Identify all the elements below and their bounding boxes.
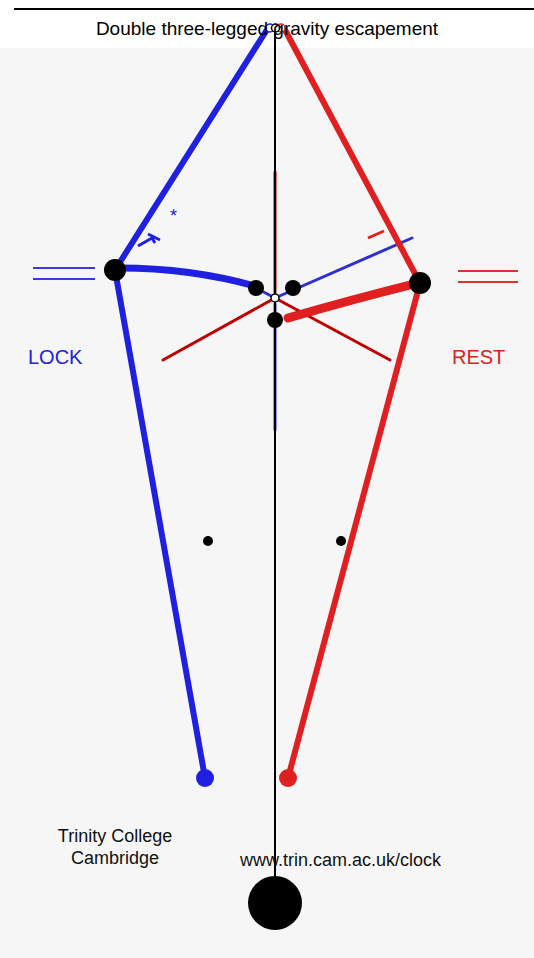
- callout-mark: *: [170, 206, 177, 228]
- title: Double three-legged gravity escapement: [0, 18, 534, 41]
- title-band: [0, 0, 534, 48]
- red-arm-weight: [279, 769, 297, 787]
- wheel-pin: [248, 280, 264, 296]
- lock-level-marks: [33, 268, 95, 279]
- blue-gravity-arm: [115, 28, 268, 778]
- lock-label: LOCK: [28, 345, 82, 369]
- top-rule: [14, 8, 534, 10]
- blue-arm-weight: [196, 769, 214, 787]
- rest-level-marks: [458, 271, 518, 282]
- red-beat-pin: [368, 231, 384, 238]
- red-pallet-pivot: [409, 272, 431, 294]
- url-text: www.trin.cam.ac.uk/clock: [240, 850, 441, 872]
- blue-pallet-pivot: [104, 259, 126, 281]
- rest-label: REST: [452, 345, 505, 369]
- red-pallet: [288, 283, 418, 318]
- red-gravity-arm: [284, 28, 420, 778]
- pendulum-bob: [248, 876, 302, 930]
- beat-stop: [336, 536, 346, 546]
- beat-stop: [203, 536, 213, 546]
- blue-beat-pin: [138, 234, 160, 246]
- wheel-arbor: [271, 294, 279, 302]
- wheel-pin: [285, 280, 301, 296]
- credit-text: Trinity College Cambridge: [30, 826, 200, 869]
- blue-pallet: [120, 268, 255, 286]
- wheel-pin: [267, 312, 283, 328]
- pendulum-rod: [274, 28, 276, 880]
